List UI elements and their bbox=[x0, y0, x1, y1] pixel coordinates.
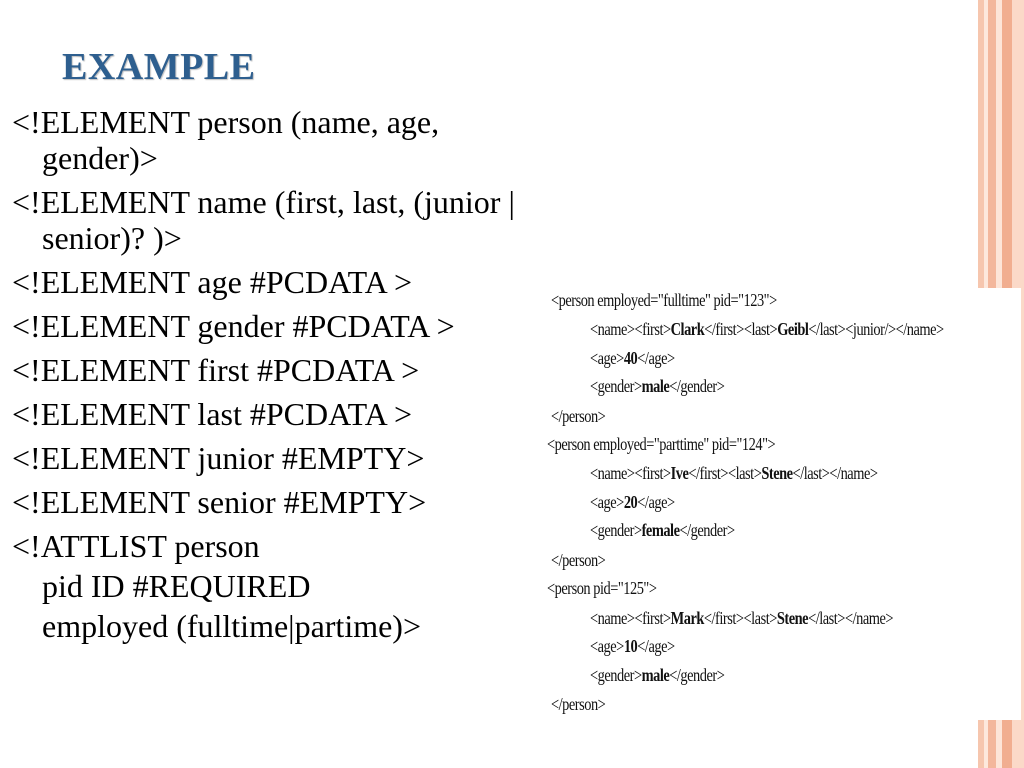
xml-tag: </gender> bbox=[679, 520, 735, 540]
xml-tag: </person> bbox=[551, 406, 606, 426]
xml-tag: </first><last> bbox=[703, 608, 777, 628]
xml-value: Stene bbox=[776, 608, 809, 628]
xml-value: Stene bbox=[761, 463, 793, 483]
xml-tag: </first><last> bbox=[704, 319, 778, 339]
dtd-declaration-list: <!ELEMENT person (name, age, gender)> <!… bbox=[12, 104, 552, 652]
xml-tag: <age> bbox=[590, 348, 624, 368]
xml-value: 20 bbox=[623, 492, 638, 512]
dtd-line: <!ELEMENT name (first, last, (junior | s… bbox=[12, 184, 515, 256]
xml-value: 40 bbox=[623, 348, 638, 368]
xml-tag: </age> bbox=[637, 348, 675, 368]
xml-tag: </person> bbox=[551, 694, 606, 714]
slide-title: EXAMPLE bbox=[62, 46, 256, 88]
xml-tag: </first><last> bbox=[688, 463, 762, 483]
xml-tag: </person> bbox=[551, 550, 606, 570]
xml-value: Geibl bbox=[777, 319, 809, 339]
xml-tag: </last></name> bbox=[792, 463, 878, 483]
xml-line: <person employed="parttime" pid="124"> bbox=[547, 432, 776, 456]
dtd-line: <!ELEMENT last #PCDATA > bbox=[12, 396, 413, 432]
xml-line: <person pid="125"> bbox=[547, 576, 657, 600]
xml-line: <age>40</age> bbox=[590, 346, 675, 370]
xml-tag: <name><first> bbox=[590, 608, 671, 628]
xml-line: </person> bbox=[551, 548, 606, 572]
xml-line: <name><first>Mark</first><last>Stene</la… bbox=[590, 606, 893, 630]
xml-tag: </last></name> bbox=[808, 608, 894, 628]
dtd-line: <!ELEMENT gender #PCDATA > bbox=[12, 308, 455, 344]
xml-line: </person> bbox=[551, 692, 606, 716]
dtd-line: <!ELEMENT senior #EMPTY> bbox=[12, 484, 427, 520]
dtd-line: <!ELEMENT age #PCDATA > bbox=[12, 264, 413, 300]
xml-tag: <person employed="fulltime" pid="123"> bbox=[551, 290, 777, 310]
xml-line: <age>20</age> bbox=[590, 490, 675, 514]
xml-line: <gender>female</gender> bbox=[590, 518, 735, 542]
xml-value: male bbox=[641, 665, 670, 685]
xml-tag: </gender> bbox=[669, 376, 725, 396]
xml-line: <name><first>Clark</first><last>Geibl</l… bbox=[590, 317, 944, 341]
xml-line: <person employed="fulltime" pid="123"> bbox=[551, 288, 777, 312]
xml-tag: </age> bbox=[637, 636, 675, 656]
xml-value: Mark bbox=[670, 608, 705, 628]
xml-sample-image: <person employed="fulltime" pid="123"> <… bbox=[543, 288, 1021, 720]
xml-value: male bbox=[641, 376, 670, 396]
dtd-line: <!ELEMENT person (name, age, gender)> bbox=[12, 104, 440, 176]
xml-value: 10 bbox=[623, 636, 638, 656]
xml-tag: </last><junior/></name> bbox=[808, 319, 944, 339]
dtd-line: <!ATTLIST person bbox=[12, 528, 260, 564]
xml-tag: <person pid="125"> bbox=[547, 578, 657, 598]
xml-value: Clark bbox=[670, 319, 705, 339]
xml-tag: <gender> bbox=[590, 376, 642, 396]
xml-value: female bbox=[641, 520, 680, 540]
xml-value: Ive bbox=[670, 463, 689, 483]
xml-tag: <age> bbox=[590, 636, 624, 656]
xml-tag: <name><first> bbox=[590, 463, 671, 483]
dtd-line: pid ID #REQUIRED bbox=[42, 568, 311, 604]
xml-line: <age>10</age> bbox=[590, 634, 675, 658]
dtd-line: <!ELEMENT junior #EMPTY> bbox=[12, 440, 425, 476]
xml-line: <name><first>Ive</first><last>Stene</las… bbox=[590, 461, 878, 485]
xml-tag: </gender> bbox=[669, 665, 725, 685]
xml-tag: <gender> bbox=[590, 665, 642, 685]
dtd-line: employed (fulltime|partime)> bbox=[42, 608, 421, 644]
xml-tag: <name><first> bbox=[590, 319, 671, 339]
xml-line: <gender>male</gender> bbox=[590, 374, 725, 398]
xml-tag: <age> bbox=[590, 492, 624, 512]
xml-tag: </age> bbox=[637, 492, 675, 512]
xml-tag: <person employed="parttime" pid="124"> bbox=[547, 434, 776, 454]
xml-line: </person> bbox=[551, 404, 606, 428]
dtd-line: <!ELEMENT first #PCDATA > bbox=[12, 352, 420, 388]
xml-tag: <gender> bbox=[590, 520, 642, 540]
xml-line: <gender>male</gender> bbox=[590, 663, 725, 687]
